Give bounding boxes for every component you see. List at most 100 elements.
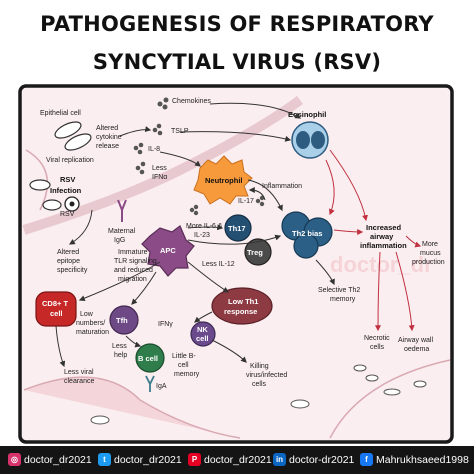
apc-icon (141, 225, 195, 277)
diagram-frame (18, 84, 454, 444)
more-mucus-label-1: More (422, 241, 438, 248)
linkedin-icon: in (273, 453, 286, 466)
nk-label-1: NK (197, 325, 208, 334)
little-b-label-3: memory (174, 371, 200, 378)
epithelial-cell-icon (29, 121, 92, 211)
altered-epitope-label-2: epitope (57, 258, 80, 265)
altered-cytokine-label-1: Altered (96, 125, 118, 132)
eosinophil-icon (291, 121, 329, 159)
increased-airway-label-1: Increased (366, 223, 401, 232)
more-mucus-label-3: production (412, 259, 445, 266)
less-ifna-label-1: Less (152, 165, 167, 172)
th17-label: Th17 (228, 224, 246, 233)
il6-icon (189, 204, 199, 216)
viral-replication-label: Viral replication (46, 157, 94, 164)
maternal-igg-label-1: Maternal (108, 228, 136, 235)
apc-label: APC (160, 246, 176, 255)
ifny-label: IFNγ (158, 321, 173, 328)
neutrophil-label: Neutrophil (205, 176, 243, 185)
footer-handle-text: doctor_dr2021 (24, 453, 92, 466)
less-viral-label-1: Less viral (64, 369, 94, 376)
eosinophil-label: Eosinophil (288, 110, 326, 119)
cd8-label-1: CD8+ T (42, 299, 68, 308)
more-il6-label-2: IL-23 (194, 232, 210, 239)
low-th1-label-1: Low Th1 (228, 297, 258, 306)
tissue-band (329, 359, 451, 439)
footer-handle-text: Mahrukhsaeed1998 (376, 453, 469, 466)
low-numbers-label-2: numbers/ (76, 320, 105, 327)
necrotic-cells-icon (90, 364, 427, 425)
altered-cytokine-label-3: release (96, 143, 119, 150)
rsv-label: RSV (60, 211, 75, 218)
il17-icon (255, 195, 265, 207)
iga-label: IgA (156, 383, 167, 390)
tissue-band (22, 95, 303, 235)
rsv-virus-icon (64, 196, 80, 212)
low-numbers-label-3: maturation (76, 329, 109, 336)
cd8-label-2: cell (50, 309, 63, 318)
little-b-label-2: cell (178, 362, 189, 369)
altered-epitope-label-1: Altered (57, 249, 79, 256)
immature-tlr-label-4: migration (118, 276, 147, 283)
tfh-icon (109, 305, 139, 335)
th2-bias-label: Th2 bias (292, 229, 322, 238)
pathogenesis-diagram: doctor_dr Epithelial cell Viral replicat… (18, 84, 454, 444)
necrotic-label-2: cells (370, 344, 385, 351)
watermark: doctor_dr (330, 252, 433, 277)
airway-wall-label-1: Airway wall (398, 337, 433, 344)
little-b-label-1: Little B- (172, 353, 196, 360)
b-cell-icon (135, 343, 165, 373)
immature-tlr-label-1: Immature (118, 249, 148, 256)
il8-label: IL-8 (148, 146, 160, 153)
less-il12-label: Less IL-12 (202, 261, 235, 268)
pinterest-icon: P (188, 453, 201, 466)
inflammation-label: Inflammation (262, 183, 302, 190)
altered-epitope-label-3: specificity (57, 267, 88, 274)
increased-airway-label-2: airway (370, 232, 394, 241)
less-viral-label-2: clearance (64, 378, 94, 385)
treg-label: Treg (247, 248, 263, 257)
title-line-2: SYNCYTIAL VIRUS (RSV) (92, 50, 382, 74)
killing-label-3: cells (252, 381, 267, 388)
il17-label: IL-17 (238, 198, 254, 205)
immature-tlr-label-3: and reduced (114, 267, 153, 274)
selective-th2-label-1: Selective Th2 (318, 287, 360, 294)
twitter-icon: t (98, 453, 111, 466)
th2-bias-icon (281, 211, 333, 259)
footer-handle-text: doctor_dr2021 (114, 453, 182, 466)
treg-icon (244, 238, 272, 266)
low-numbers-label-1: Low (80, 311, 94, 318)
less-ifna-label-2: IFNα (152, 174, 167, 181)
low-th1-label-2: response (224, 307, 257, 316)
footer-handle-text: doctor-dr2021 (289, 453, 355, 466)
more-il6-label-1: More IL-6 & (186, 223, 223, 230)
footer-handle-0[interactable]: ◎doctor_dr2021 (8, 453, 92, 466)
airway-wall-label-2: oedema (404, 346, 429, 353)
less-help-label-2: help (114, 352, 127, 359)
killing-label-2: virus/infected (246, 372, 287, 379)
tfh-label: Tfh (116, 316, 128, 325)
more-mucus-label-2: mucus (420, 250, 441, 257)
selective-th2-label-2: memory (330, 296, 356, 303)
neutrophil-icon (193, 155, 253, 205)
chemokines-label: Chemokines (172, 98, 211, 105)
necrotic-label-1: Necrotic (364, 335, 390, 342)
rsv-infection-label-2: Infection (50, 186, 82, 195)
instagram-icon: ◎ (8, 453, 21, 466)
rsv-infection-label-1: RSV (60, 175, 75, 184)
tslp-label: TSLP (171, 128, 189, 135)
increased-airway-label-3: inflammation (360, 241, 407, 250)
low-th1-response-icon (211, 287, 273, 325)
immature-tlr-label-2: TLR signaling (114, 258, 157, 265)
maternal-igg-label-2: IgG (114, 237, 125, 244)
title-line-1: PATHOGENESIS OF RESPIRATORY (40, 12, 434, 36)
iga-icon (145, 375, 155, 392)
th17-icon (224, 214, 252, 242)
altered-cytokine-label-2: cytokine (96, 134, 122, 141)
epithelial-cell-label: Epithelial cell (40, 110, 81, 117)
